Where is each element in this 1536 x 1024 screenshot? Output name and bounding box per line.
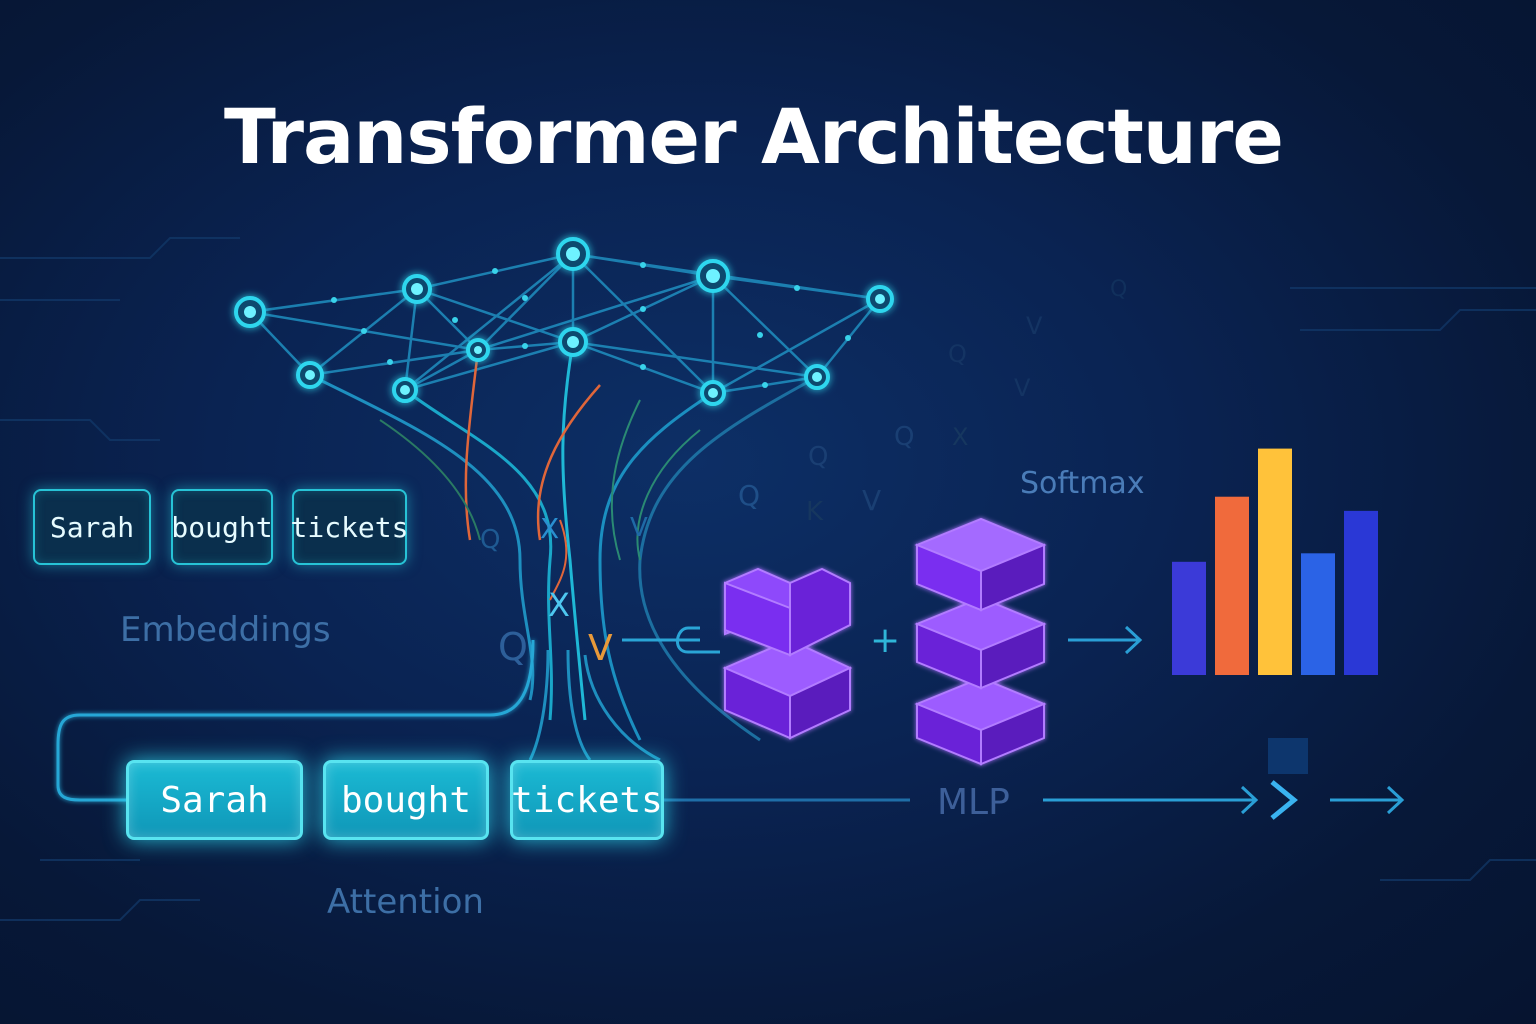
arrow-right-icon	[1043, 785, 1259, 815]
label-attention: Attention	[327, 882, 484, 922]
softmax-bar	[1215, 496, 1249, 675]
symbol-q: Q	[1110, 277, 1127, 302]
label-embeddings: Embeddings	[120, 610, 331, 650]
mlp-cube-stack-left	[722, 567, 853, 740]
symbol-v: V	[862, 484, 881, 517]
arrow-right-icon	[1330, 785, 1405, 815]
label-softmax: Softmax	[1020, 466, 1145, 501]
plus-symbol: +	[870, 620, 900, 661]
mlp-cube-stack-right	[914, 517, 1047, 766]
edge-dots	[331, 262, 851, 388]
stem-connectors	[56, 626, 720, 802]
label-mlp: MLP	[937, 782, 1010, 823]
embedding-token: bought	[171, 489, 273, 565]
network-edges	[249, 252, 881, 395]
attention-token: bought	[323, 760, 489, 840]
symbol-q: Q	[498, 625, 528, 669]
background-traces	[0, 237, 1536, 921]
softmax-bar	[1301, 553, 1335, 675]
attention-token: Sarah	[126, 760, 303, 840]
softmax-bar	[1344, 510, 1378, 675]
floating-symbols: Q X V X Q V Q Q K V Q X Q V V Q	[480, 277, 1127, 669]
arrow-right-icon	[1068, 625, 1143, 655]
embedding-token: Sarah	[33, 489, 151, 565]
symbol-k: K	[806, 497, 824, 527]
symbol-v: V	[1014, 374, 1031, 402]
embedding-token: tickets	[291, 489, 409, 565]
network-node	[234, 237, 894, 406]
page-title: Transformer Architecture	[224, 92, 1284, 181]
symbol-q: Q	[480, 525, 500, 555]
softmax-bar	[1258, 448, 1292, 675]
symbol-q: Q	[894, 422, 914, 452]
symbol-q: Q	[948, 340, 967, 368]
symbol-x: X	[952, 423, 968, 451]
symbol-v: V	[1026, 312, 1043, 340]
softmax-chart	[1172, 448, 1378, 675]
symbol-v: V	[588, 628, 613, 669]
attention-token: tickets	[510, 760, 664, 840]
symbol-v: V	[630, 513, 648, 543]
softmax-bar	[1172, 561, 1206, 675]
symbol-x: X	[540, 512, 559, 545]
symbol-q: Q	[738, 479, 760, 512]
symbol-q: Q	[808, 442, 828, 472]
network-nodes	[234, 237, 894, 406]
flow-arrows	[664, 625, 1405, 820]
chevron-right-icon	[1270, 780, 1298, 820]
gate-block	[1268, 738, 1308, 774]
symbol-x: X	[548, 586, 570, 624]
